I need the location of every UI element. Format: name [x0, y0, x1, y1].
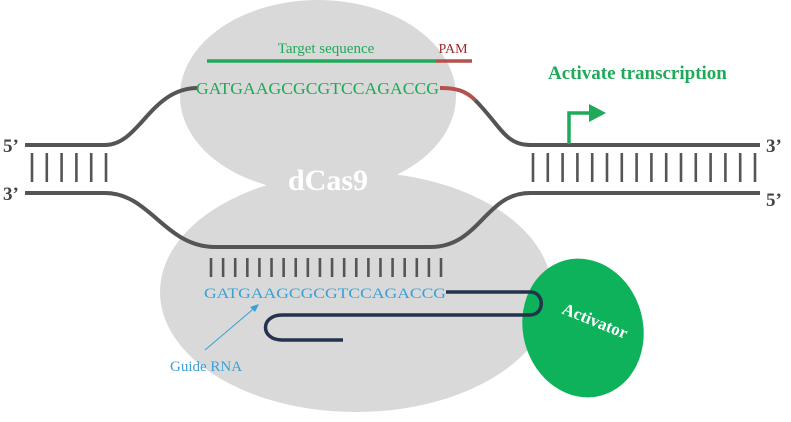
activate-transcription-label: Activate transcription	[548, 63, 727, 84]
right-top-end-label: 3’	[766, 136, 782, 157]
left-basepairs	[30, 153, 108, 182]
left-top-end-label: 5’	[3, 136, 19, 157]
dcas9-lower-lobe	[160, 172, 552, 412]
dna-top-strand-pam-segment	[439, 86, 477, 102]
right-bottom-end-label: 5’	[766, 190, 782, 211]
dcas9-label: dCas9	[288, 164, 368, 197]
dna-top-strand	[25, 86, 199, 147]
transcription-arrowhead-icon	[589, 104, 606, 122]
guide-basepairs	[209, 258, 443, 277]
activator-domain	[522, 258, 644, 398]
guide-rna-pointer-arrow	[204, 304, 259, 351]
guide-rna-scaffold	[263, 290, 543, 342]
dcas9-upper-lobe	[180, 0, 456, 192]
guide-rna-label: Guide RNA	[170, 359, 242, 375]
dna-top-strand-right	[473, 98, 760, 147]
right-basepairs	[531, 153, 757, 182]
target-sequence-label: Target sequence	[278, 41, 375, 57]
guide-rna-sequence: GATGAAGCGCGTCCAGACCG	[204, 286, 446, 302]
guide-rna-pointer-arrowhead-icon	[250, 304, 259, 312]
transcription-start-arrow-icon	[567, 111, 592, 144]
dna-bottom-strand	[25, 191, 760, 249]
left-bottom-end-label: 3’	[3, 184, 19, 205]
pam-label: PAM	[438, 42, 468, 57]
target-strand-sequence: GATGAAGCGCGTCCAGACCG	[196, 79, 439, 98]
